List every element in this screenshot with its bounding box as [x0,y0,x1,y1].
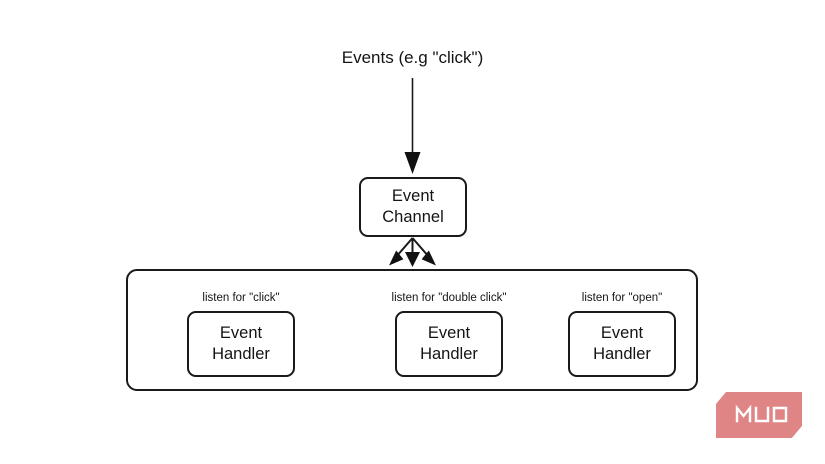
handlers-container: listen for "click" Event Handler listen … [126,269,698,391]
event-handler-label: Event Handler [420,324,478,363]
event-handler-box: Event Handler [568,311,676,377]
event-channel-box: Event Channel [359,177,467,237]
event-handler-label: Event Handler [212,324,270,363]
handler-listen-label: listen for "open" [581,292,663,304]
events-to-channel-arrow [404,78,421,174]
event-handler-box: Event Handler [395,311,503,377]
page-title: Events (e.g "click") [341,48,484,67]
handler-listen-label: listen for "double click" [391,292,507,304]
event-channel-label: Event Channel [382,187,444,226]
muo-watermark-logo [716,392,802,438]
event-handler-box: Event Handler [187,311,295,377]
event-handler-label: Event Handler [593,324,651,363]
handler-listen-label: listen for "click" [202,292,280,304]
channel-fanout-arrows [389,237,436,267]
